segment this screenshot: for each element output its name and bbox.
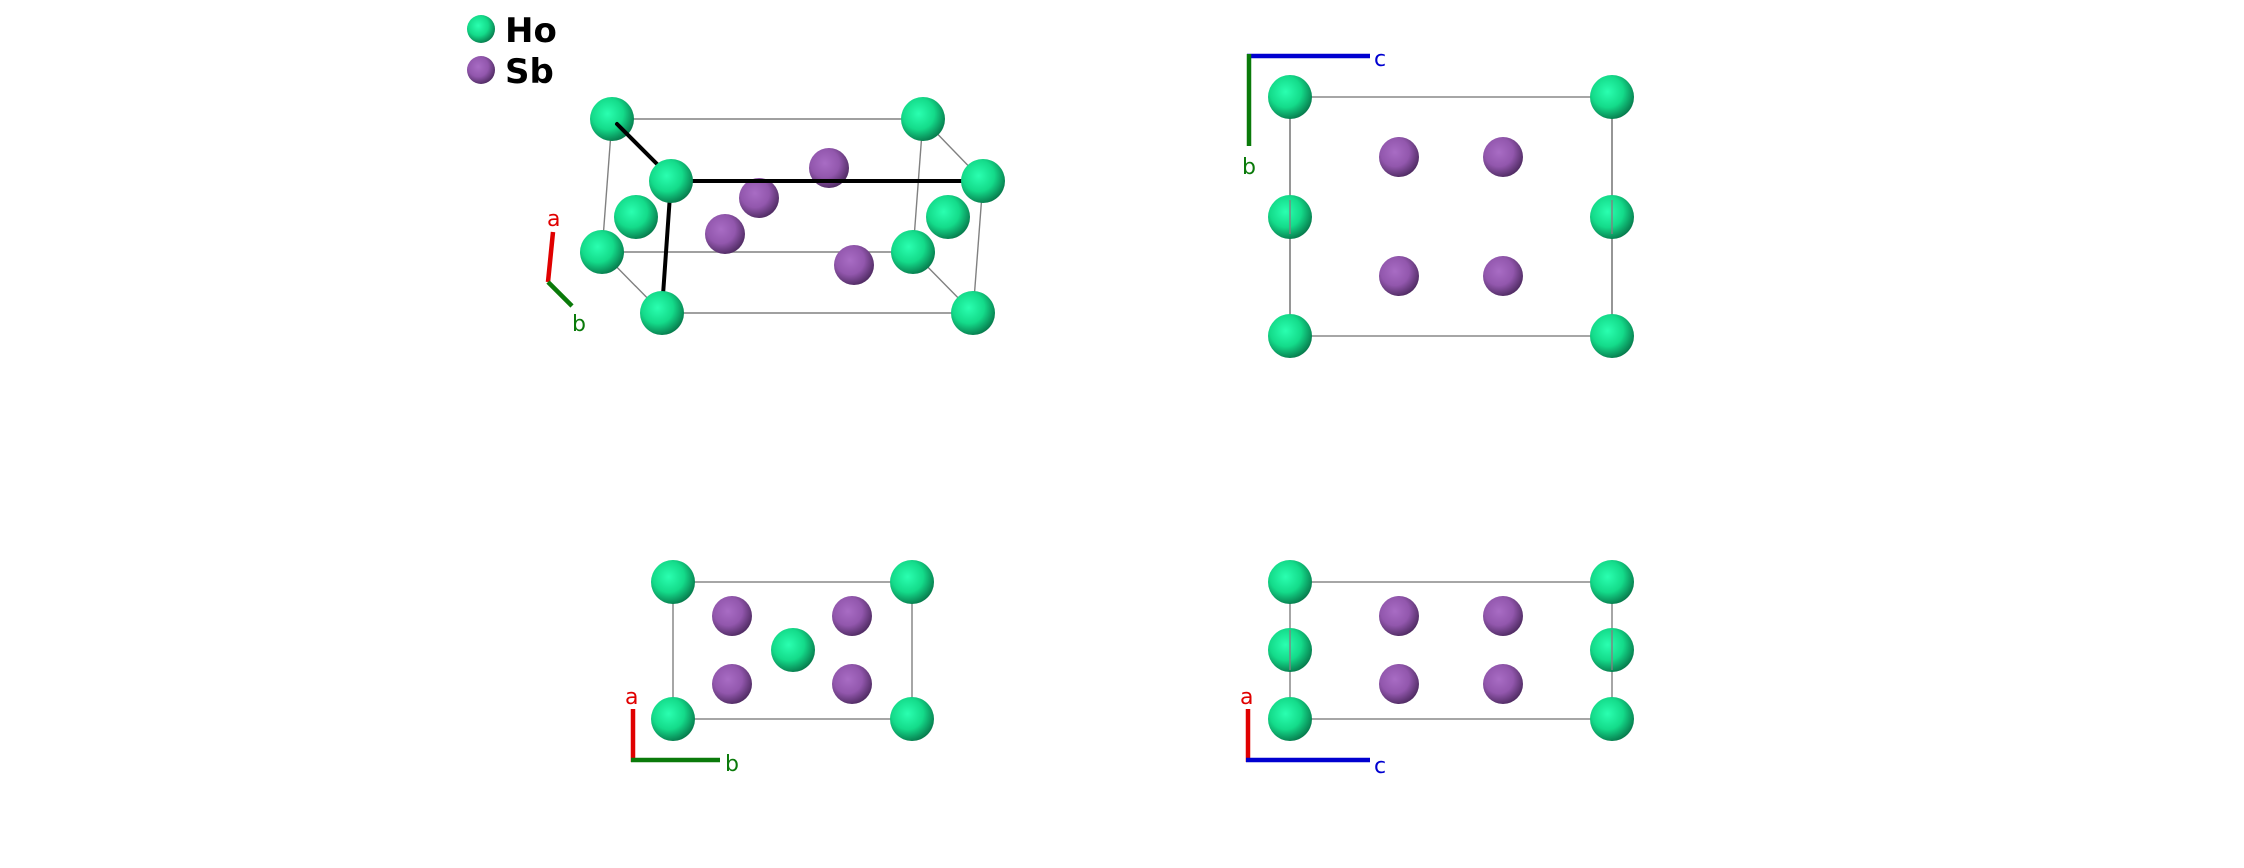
axis-b-label: b [725,752,739,777]
sb-atom [809,148,849,188]
axis-c-label: c [1374,47,1386,72]
ho-atom [1590,75,1634,119]
perspective-view: a b [545,97,1005,337]
axis-a-label: a [625,685,638,710]
sb-atom [1379,664,1419,704]
axis-indicator: a b [545,207,586,337]
legend-ho-label: Ho [505,11,557,51]
sb-atom [1379,256,1419,296]
sb-atom [1379,596,1419,636]
ho-atom [1590,560,1634,604]
ho-atom [640,291,684,335]
axis-indicator: a b [625,685,739,777]
sb-atom [834,245,874,285]
axis-indicator: a c [1240,685,1386,779]
axis-b-label: b [1242,155,1256,180]
ho-atom [651,560,695,604]
unit-cell-edges [601,118,984,314]
sb-atom [712,664,752,704]
legend: Ho Sb [467,11,557,92]
ho-atom [1268,697,1312,741]
ho-atom [580,230,624,274]
sb-atom [705,214,745,254]
ho-atom [890,560,934,604]
axis-a-line [545,231,556,283]
back-atoms [580,97,970,285]
ho-atom [1268,75,1312,119]
sb-atom [1483,256,1523,296]
axis-a-label: a [547,207,560,232]
ho-atom [649,159,693,203]
view-along-a: c b [1242,47,1634,358]
ho-atom [891,230,935,274]
sb-atom [1483,596,1523,636]
ho-atom [1268,560,1312,604]
ho-atom [1590,697,1634,741]
ho-atom [614,195,658,239]
sb-atom [832,664,872,704]
ho-atom [961,159,1005,203]
sb-atom [739,178,779,218]
front-atoms [640,159,1005,335]
ho-atom [926,195,970,239]
ho-atom [771,628,815,672]
view-along-c: a b [625,560,934,777]
ho-atom [651,697,695,741]
ho-atom [890,697,934,741]
legend-sb-sphere [467,56,495,84]
axis-a-label: a [1240,685,1253,710]
sb-atom [1483,137,1523,177]
sb-atom [712,596,752,636]
sb-atom [832,596,872,636]
ho-atom [1268,314,1312,358]
legend-sb-label: Sb [505,52,554,92]
sb-atom [1483,664,1523,704]
axis-b-label: b [572,312,586,337]
ho-atom [901,97,945,141]
axis-indicator: c b [1242,47,1386,180]
view-along-b: a c [1240,560,1634,779]
ho-atom [1590,314,1634,358]
ho-atom [951,291,995,335]
legend-ho-sphere [467,15,495,43]
axis-b-line [546,280,574,308]
sb-atom [1379,137,1419,177]
axis-c-label: c [1374,754,1386,779]
